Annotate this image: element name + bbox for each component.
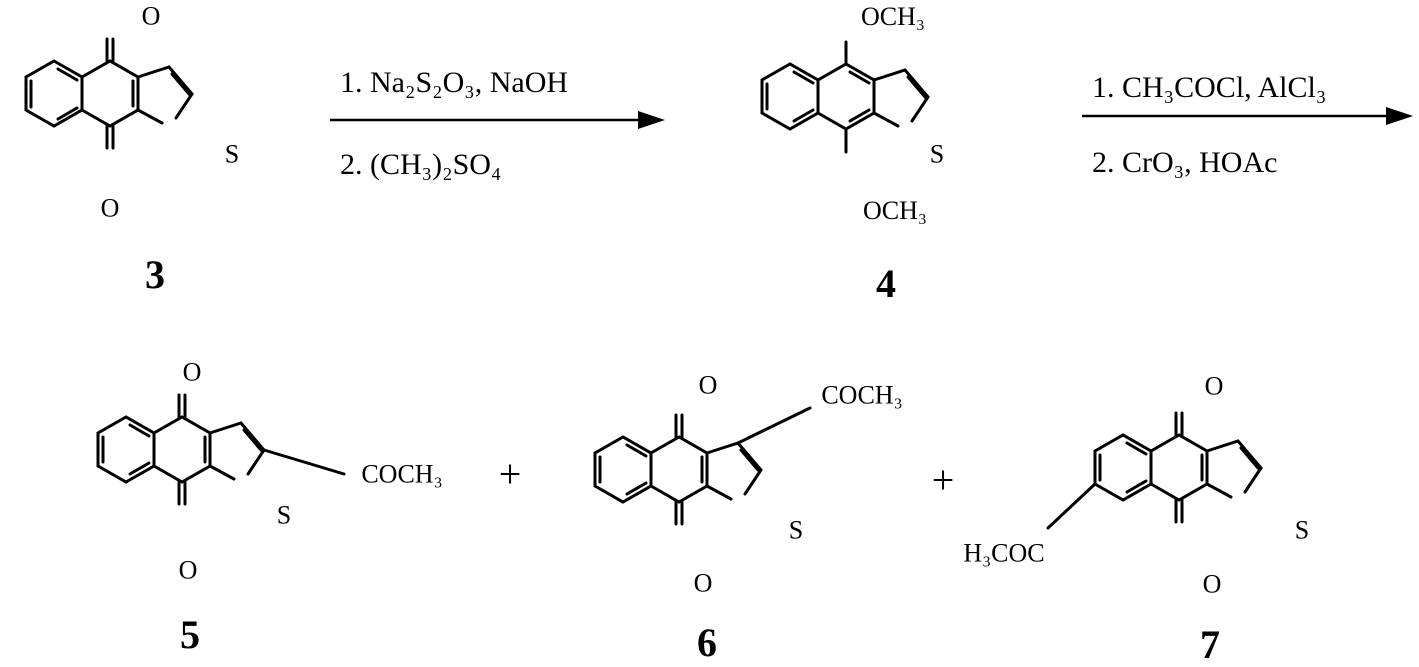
compound-7-oxygen-bottom: O (1203, 570, 1222, 599)
arrow-1-head (638, 111, 665, 129)
plus-sign-2: + (932, 458, 955, 503)
plus-sign-1: + (499, 452, 522, 497)
compound-3-label: 3 (145, 252, 165, 297)
compound-4-methoxy-top: OCH₃ (861, 2, 925, 31)
compound-7-label: 7 (1200, 622, 1220, 667)
compound-6-oxygen-top: O (699, 371, 718, 400)
compound-3: O O S 3 (26, 2, 239, 298)
compound-3-oxygen-bottom: O (101, 194, 120, 223)
compound-7: O O S H₃COC 7 (963, 372, 1309, 667)
compound-4: OCH₃ OCH₃ S 4 (762, 2, 944, 307)
compound-7-sulfur: S (1295, 516, 1309, 545)
arrow-2-step-1: 1. CH₃COCl, AlCl₃ (1092, 71, 1326, 104)
compound-4-bonds (762, 42, 928, 152)
compound-3-bonds (26, 39, 192, 148)
compound-7-bonds (1048, 413, 1261, 528)
reaction-arrow-2: 1. CH₃COCl, AlCl₃ 2. CrO₃, HOAc (1082, 71, 1413, 179)
arrow-2-step-2: 2. CrO₃, HOAc (1092, 146, 1277, 179)
compound-5-oxygen-top: O (183, 358, 202, 387)
compound-4-label: 4 (876, 261, 896, 306)
compound-5-oxygen-bottom: O (179, 556, 198, 585)
compound-4-sulfur: S (930, 140, 944, 169)
reaction-arrow-1: 1. Na₂S₂O₃, NaOH 2. (CH₃)₂SO₄ (330, 66, 665, 181)
compound-5-sulfur: S (277, 501, 291, 530)
compound-5-bonds (98, 395, 344, 504)
compound-6-label: 6 (697, 620, 717, 665)
compound-3-oxygen-top: O (142, 2, 161, 31)
compound-6-bonds (595, 408, 810, 524)
compound-3-sulfur: S (225, 140, 239, 169)
compound-5-label: 5 (180, 612, 200, 657)
compound-5-acetyl: COCH₃ (361, 460, 442, 489)
arrow-2-head (1386, 107, 1413, 125)
compound-4-methoxy-bottom: OCH₃ (863, 196, 927, 225)
arrow-1-step-1: 1. Na₂S₂O₃, NaOH (340, 66, 568, 99)
compound-6: O O S COCH₃ 6 (595, 371, 903, 666)
arrow-1-step-2: 2. (CH₃)₂SO₄ (340, 148, 501, 181)
compound-7-acetyl: H₃COC (963, 539, 1044, 568)
compound-6-acetyl: COCH₃ (821, 381, 902, 410)
compound-6-sulfur: S (789, 516, 803, 545)
compound-5: O O S COCH₃ 5 (98, 358, 443, 658)
compound-7-oxygen-top: O (1205, 372, 1224, 401)
compound-6-oxygen-bottom: O (694, 569, 713, 598)
